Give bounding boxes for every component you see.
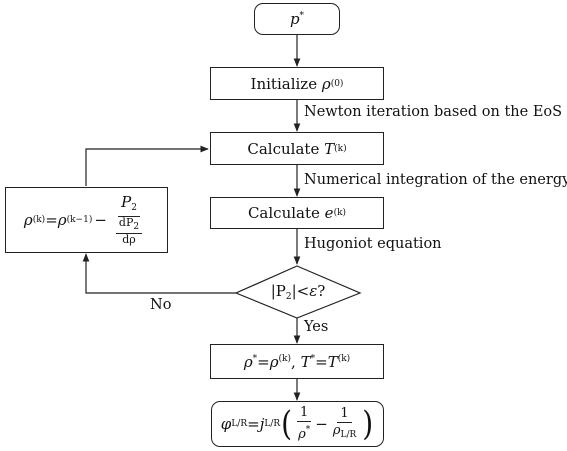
decision-question: ? (317, 282, 326, 300)
update-drho: dρ (122, 233, 136, 246)
final-one2: 1 (337, 406, 352, 423)
result-b-sup: (k) (278, 353, 292, 364)
result-c: T (300, 352, 311, 371)
edge-label-numerical-integration: Numerical integration of the energy (304, 172, 567, 188)
calculate-e-sup: (k) (333, 208, 347, 218)
final-one1: 1 (297, 405, 312, 422)
update-dp: dP (118, 216, 134, 229)
update-rhs-sup: (k−1) (66, 215, 93, 225)
calculate-t-symbol: T (324, 139, 335, 158)
start-symbol: p (289, 10, 300, 28)
update-eq: = (45, 211, 58, 229)
update-rho-box: ρ(k) = ρ(k−1) − P2 dP2 dρ (5, 187, 168, 253)
calculate-e-symbol: e (324, 204, 334, 222)
calculate-e-box: Calculate e(k) (210, 197, 384, 229)
decision-sub: 2 (285, 292, 292, 302)
edge-label-no: No (150, 297, 172, 313)
start-sup: * (299, 11, 305, 21)
final-frac2: 1 ρL/R (330, 406, 359, 443)
edge-label-newton: Newton iteration based on the EoS (304, 104, 563, 120)
update-rhs: ρ (57, 211, 67, 229)
result-d-sup: (k) (337, 353, 351, 364)
decision-epsilon: ε (309, 282, 318, 300)
result-box: ρ*=ρ(k), T*=T(k) (210, 344, 384, 379)
update-fraction: P2 dP2 dρ (111, 194, 147, 246)
final-rho-star-sup: * (305, 425, 311, 435)
final-phi-sub: L/R (231, 419, 248, 429)
result-a-sup: * (252, 353, 258, 364)
calculate-t-sup: (k) (334, 143, 347, 154)
final-eq: = (247, 415, 260, 433)
decision-diamond (234, 265, 362, 319)
update-num: P (121, 193, 132, 211)
decision-rest: |< (291, 282, 310, 300)
start-node: p* (254, 3, 340, 35)
calculate-e-label: Calculate (247, 204, 320, 222)
result-d: T (327, 352, 338, 371)
calculate-t-label: Calculate (247, 139, 320, 158)
initialize-sup: (0) (330, 78, 344, 89)
final-frac1: 1 ρ* (295, 405, 313, 443)
result-eq2: = (315, 352, 328, 371)
final-j-sub: L/R (264, 419, 281, 429)
result-c-sup: * (310, 353, 316, 364)
result-eq1: = (257, 352, 270, 371)
update-dp-sub: 2 (133, 222, 140, 232)
final-rho-lr-sub: L/R (340, 429, 357, 440)
result-b: ρ (269, 352, 279, 371)
final-rho-star: ρ (298, 427, 306, 442)
final-rparen: ) (362, 403, 374, 444)
final-minus: − (315, 415, 328, 433)
result-a: ρ (243, 352, 253, 371)
decision-label: |P2|<ε? (236, 282, 360, 302)
calculate-t-box: Calculate T(k) (210, 132, 384, 165)
edge-label-yes: Yes (304, 319, 329, 335)
update-lhs: ρ (23, 211, 33, 229)
edge-label-hugoniot: Hugoniot equation (304, 236, 442, 252)
update-derivative: dP2 dρ (115, 216, 143, 246)
final-j: j (259, 415, 265, 433)
final-phi: φ (220, 415, 232, 433)
update-lhs-sup: (k) (32, 215, 46, 225)
update-minus: − (94, 211, 107, 229)
final-rho-lr: ρ (332, 422, 341, 438)
initialize-box: Initialize ρ(0) (210, 67, 384, 100)
decision-lhs: |P (270, 282, 286, 300)
arrow-decision-no-to-update (82, 253, 236, 294)
arrow-update-to-calc-t (85, 145, 209, 186)
update-num-sub: 2 (131, 203, 137, 213)
result-comma: , (291, 352, 296, 371)
initialize-label: Initialize (250, 74, 318, 93)
initialize-rho: ρ (321, 74, 331, 93)
final-lparen: ( (281, 403, 293, 444)
